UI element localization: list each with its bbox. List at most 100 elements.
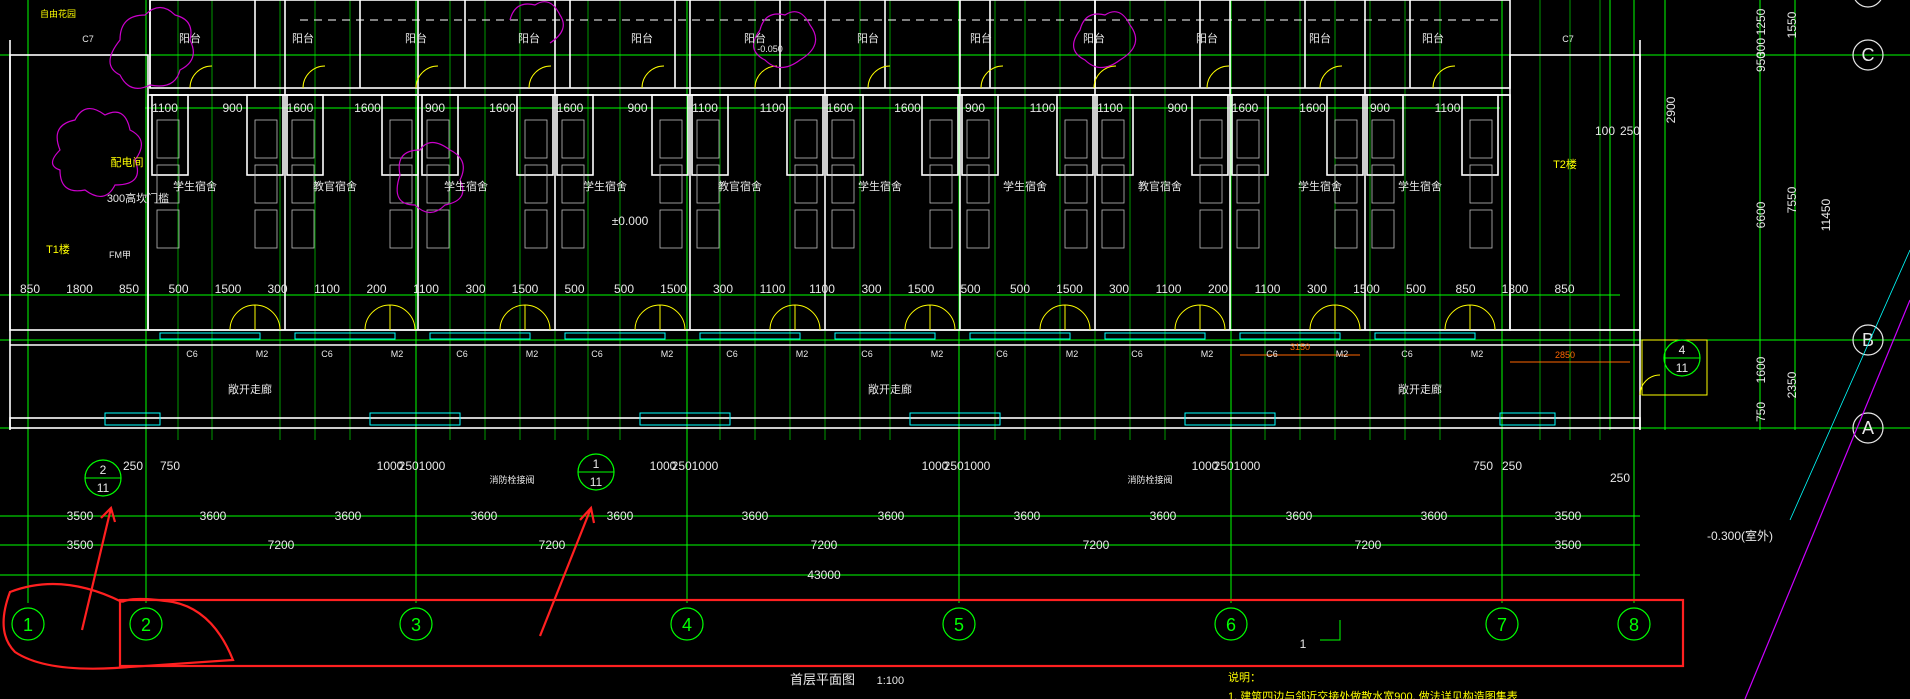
door-swing-corridor — [904, 304, 931, 331]
dim-right-4: 2900 — [1664, 96, 1678, 123]
dim-row1-7: 3600 — [1014, 509, 1041, 523]
dim-mid-19: 500 — [960, 282, 980, 296]
bed — [966, 209, 990, 249]
door-swing-corridor — [659, 304, 686, 331]
dim-mid-16: 1100 — [809, 282, 835, 296]
fm-label: FM甲 — [109, 250, 131, 260]
dim-mid-31: 850 — [1554, 282, 1574, 296]
door-tag-m2: M2 — [256, 349, 269, 359]
axis-label-7: 7 — [1497, 615, 1507, 635]
door-swing-corridor — [769, 304, 796, 331]
bath-box — [1326, 94, 1364, 176]
door-swing-balcony — [1093, 65, 1117, 89]
window-tag-c7-left: C7 — [82, 34, 94, 44]
dim-top-18: 900 — [1370, 101, 1390, 115]
bed — [561, 119, 585, 159]
axis-bubble-top-partial — [1854, 0, 1882, 8]
dim-row2-4: 7200 — [1083, 538, 1110, 552]
tree-cluster-top-left — [109, 6, 194, 89]
window-tag-c6: C6 — [186, 349, 198, 359]
bed — [291, 209, 315, 249]
door-swing-corridor — [524, 304, 551, 331]
door-swing-balcony — [641, 65, 665, 89]
axis-bubble-C — [1852, 39, 1884, 71]
bed — [1469, 164, 1493, 204]
bed — [426, 164, 450, 204]
dim-mid-3: 500 — [168, 282, 188, 296]
dim-row1-10: 3600 — [1421, 509, 1448, 523]
corridor-window-c6 — [699, 332, 801, 340]
door-swing-corridor — [1469, 304, 1496, 331]
bed — [1064, 119, 1088, 159]
bath-box — [246, 94, 284, 176]
dim-mid-20: 500 — [1010, 282, 1030, 296]
corridor-label-1: 敞开走廊 — [228, 382, 272, 396]
window-tag-c6: C6 — [996, 349, 1008, 359]
dim-mid-18: 1500 — [908, 282, 935, 296]
dim-mid-0: 850 — [20, 282, 40, 296]
bed — [1334, 164, 1358, 204]
dim-mid-11: 500 — [564, 282, 584, 296]
dim-top-15: 900 — [1167, 101, 1187, 115]
door-swing-corridor — [1309, 304, 1336, 331]
annotation-rectangle — [118, 598, 1685, 668]
axis-label-4: 4 — [682, 615, 692, 635]
balcony-label-4: 阳台 — [631, 31, 653, 45]
door-swing-balcony — [980, 65, 1004, 89]
bed — [389, 209, 413, 249]
door-swing-corridor — [364, 304, 391, 331]
detail-ref-1-sheet: 11 — [590, 475, 603, 489]
dim-top-10: 1600 — [827, 101, 854, 115]
dim-row2-6: 3500 — [1555, 538, 1582, 552]
bed — [794, 209, 818, 249]
bed — [831, 164, 855, 204]
door-tag-m2: M2 — [1066, 349, 1079, 359]
drawing-title: 首层平面图 — [790, 672, 856, 687]
tree-cluster-top-1 — [753, 11, 817, 69]
detail-ref-2-number: 2 — [100, 463, 107, 477]
axis-bubble-B — [1852, 324, 1884, 356]
balcony-label-2: 阳台 — [405, 31, 427, 45]
door-swing-corridor — [1039, 304, 1066, 331]
axis-label-6: 6 — [1226, 615, 1236, 635]
dim-row1-3: 3600 — [471, 509, 498, 523]
bed — [659, 119, 683, 159]
dim-top-19: 1100 — [1435, 101, 1461, 115]
bed — [1469, 119, 1493, 159]
dim-total: 43000 — [807, 568, 841, 582]
annotation-arrow-right — [538, 505, 596, 637]
stair-box — [1641, 339, 1708, 396]
door-tag-m2: M2 — [661, 349, 674, 359]
misc-dim-9: 2501000 — [1214, 459, 1261, 473]
bed — [696, 164, 720, 204]
axis-label-1: 1 — [23, 615, 33, 635]
dim-mid-14: 300 — [713, 282, 733, 296]
bath-box — [1096, 94, 1134, 176]
corridor-window-c6 — [564, 332, 666, 340]
dim-row1-1: 3600 — [200, 509, 227, 523]
dim-top-14: 1100 — [1097, 101, 1123, 115]
bath-box — [1461, 94, 1499, 176]
dim-right-6: 7550 — [1785, 186, 1799, 213]
elevation-top-label: -0.050 — [757, 44, 783, 54]
tree-cluster-top-2 — [1073, 11, 1137, 69]
corridor-window-right — [1499, 412, 1556, 426]
door-swing-corridor — [1174, 304, 1201, 331]
corridor-window-c6 — [969, 332, 1071, 340]
dim-right-1: 1550 — [1785, 11, 1799, 38]
bed — [794, 119, 818, 159]
site-boundary-line — [1744, 299, 1910, 699]
bath-box — [286, 94, 324, 176]
bed — [966, 119, 990, 159]
bath-box — [1191, 94, 1229, 176]
bath-box — [691, 94, 729, 176]
window-tag-c7-right: C7 — [1562, 34, 1574, 44]
detail-ref-4-number: 4 — [1679, 343, 1686, 357]
door-tag-m2: M2 — [391, 349, 404, 359]
dim-mid-26: 300 — [1307, 282, 1327, 296]
dim-right-8: 1600 — [1754, 356, 1768, 383]
dim-mid-4: 1500 — [215, 282, 242, 296]
bed — [1334, 119, 1358, 159]
detail-ref-2-sheet: 11 — [97, 481, 110, 495]
